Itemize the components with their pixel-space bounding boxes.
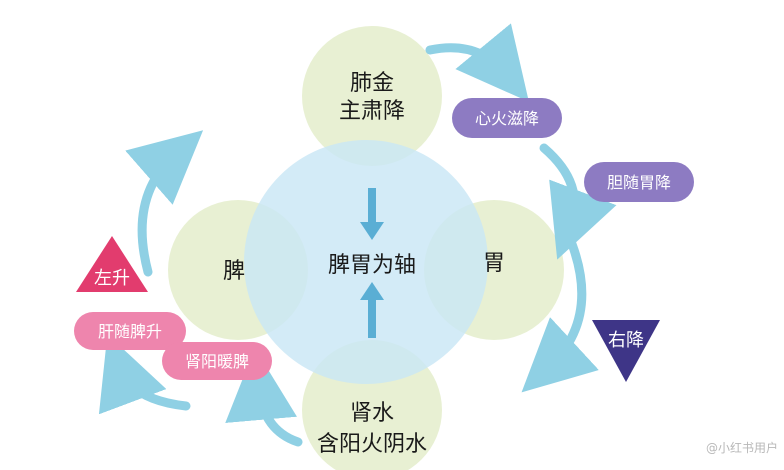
pill-liver (74, 312, 186, 350)
arrow-right-lower-icon (521, 239, 599, 393)
arrow-bottom-left-icon (225, 348, 303, 447)
pill-heart-fire-label: 心火滋降 (475, 109, 539, 128)
center-circle (244, 140, 488, 384)
pill-kidney-yang (162, 342, 272, 380)
bottom-circle-line2: 含阳火阴水 (317, 432, 427, 457)
top-circle-line2: 主肃降 (339, 99, 405, 124)
left-rise-label: 左升 (94, 268, 130, 289)
right-descend-triangle (592, 320, 660, 382)
pill-gallbladder-label: 胆随胃降 (607, 173, 671, 192)
left-circle-label: 脾 (223, 259, 245, 284)
arrow-right-upper-icon (539, 143, 617, 260)
down-arrow-icon (360, 188, 384, 240)
bottom-circle-line1: 肾水 (350, 401, 394, 426)
arrow-left-upper-icon (125, 130, 204, 277)
top-circle (302, 26, 442, 166)
pill-heart-fire (452, 98, 562, 138)
top-circle-line1: 肺金 (350, 71, 394, 96)
right-descend-label: 右降 (608, 330, 644, 351)
left-rise-triangle (76, 236, 148, 292)
pill-liver-label: 肝随脾升 (98, 322, 162, 341)
pill-gallbladder (584, 162, 694, 202)
right-circle-label: 胃 (483, 251, 505, 276)
pill-kidney-yang-label: 肾阳暖脾 (185, 352, 249, 371)
arrow-left-lower-icon (98, 334, 191, 415)
up-arrow-icon (360, 282, 384, 338)
watermark: @小红书用户 (706, 440, 778, 455)
center-label: 脾胃为轴 (328, 253, 416, 278)
arrow-top-right-icon (425, 23, 529, 102)
